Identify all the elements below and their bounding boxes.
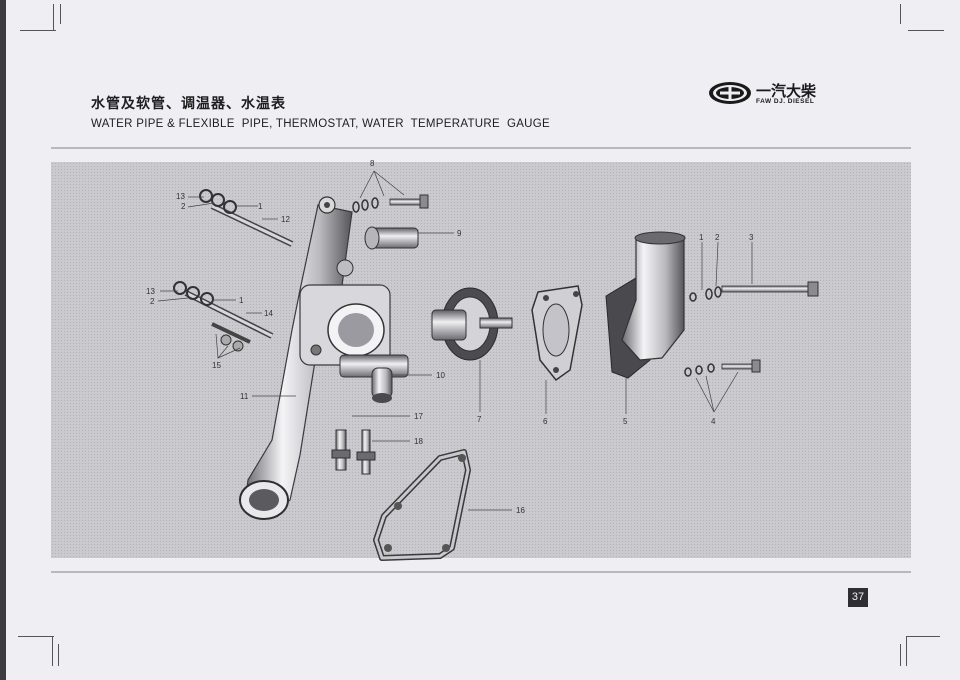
logo-name-chinese: 一汽大柴 (756, 82, 817, 100)
footer-rule (51, 571, 911, 573)
part-11-water-pipe (239, 196, 391, 520)
part-8-bolt-washers (352, 194, 429, 213)
part-12-flexible-hose (199, 189, 294, 247)
callout-labels: 13 2 1 12 13 2 1 14 15 8 9 10 11 17 18 1… (146, 159, 754, 515)
callout-2: 2 (715, 233, 720, 242)
part-9-pipe-nipple (364, 226, 419, 250)
part-6-gasket (531, 285, 583, 382)
part-7-thermostat (431, 287, 513, 361)
callout-8: 8 (370, 159, 375, 168)
diagram-panel (51, 162, 911, 558)
callout-14: 14 (264, 309, 273, 318)
logo-name-english: FAW DJ. DIESEL (756, 98, 815, 105)
part-17-temperature-sensor (331, 429, 351, 471)
callout-7: 7 (477, 415, 482, 424)
part-15-bolts (211, 322, 251, 352)
callout-9: 9 (457, 229, 462, 238)
part-18-temperature-sender (356, 429, 376, 475)
crop-mark-top-right (900, 4, 944, 32)
faw-logo: 一汽大柴 FAW DJ. DIESEL (708, 80, 828, 108)
callout-2: 2 (181, 202, 186, 211)
part-4-bolt-washers (684, 359, 761, 377)
crop-mark-bottom-left (18, 636, 59, 666)
callout-2: 2 (150, 297, 155, 306)
faw-emblem-icon (709, 82, 751, 104)
callout-16: 16 (516, 506, 525, 515)
callout-1: 1 (239, 296, 244, 305)
callout-17: 17 (414, 412, 423, 421)
part-3-bolt (689, 281, 819, 302)
part-14-flexible-hose (173, 281, 274, 339)
crop-mark-top-left (20, 4, 61, 32)
page-number: 37 (848, 588, 868, 607)
crop-mark-bottom-right (900, 636, 940, 666)
callout-4: 4 (711, 417, 716, 426)
page-title-english: WATER PIPE & FLEXIBLE PIPE, THERMOSTAT, … (91, 118, 551, 130)
callout-3: 3 (749, 233, 754, 242)
part-5-thermostat-housing (605, 231, 686, 379)
header-rule (51, 147, 911, 149)
callout-13: 13 (176, 192, 185, 201)
page-edge (0, 0, 6, 680)
callout-1: 1 (258, 202, 263, 211)
part-10-outlet-pipe (339, 354, 409, 403)
leader-lines (157, 170, 753, 511)
callout-13: 13 (146, 287, 155, 296)
callout-15: 15 (212, 361, 221, 370)
callout-12: 12 (281, 215, 290, 224)
part-16-cover-gasket (373, 449, 471, 561)
page-title-chinese: 水管及软管、调温器、水温表 (91, 96, 286, 112)
callout-6: 6 (543, 417, 548, 426)
callout-18: 18 (414, 437, 423, 446)
callout-11: 11 (240, 392, 249, 401)
callout-5: 5 (623, 417, 628, 426)
callout-10: 10 (436, 371, 445, 380)
callout-1: 1 (699, 233, 704, 242)
